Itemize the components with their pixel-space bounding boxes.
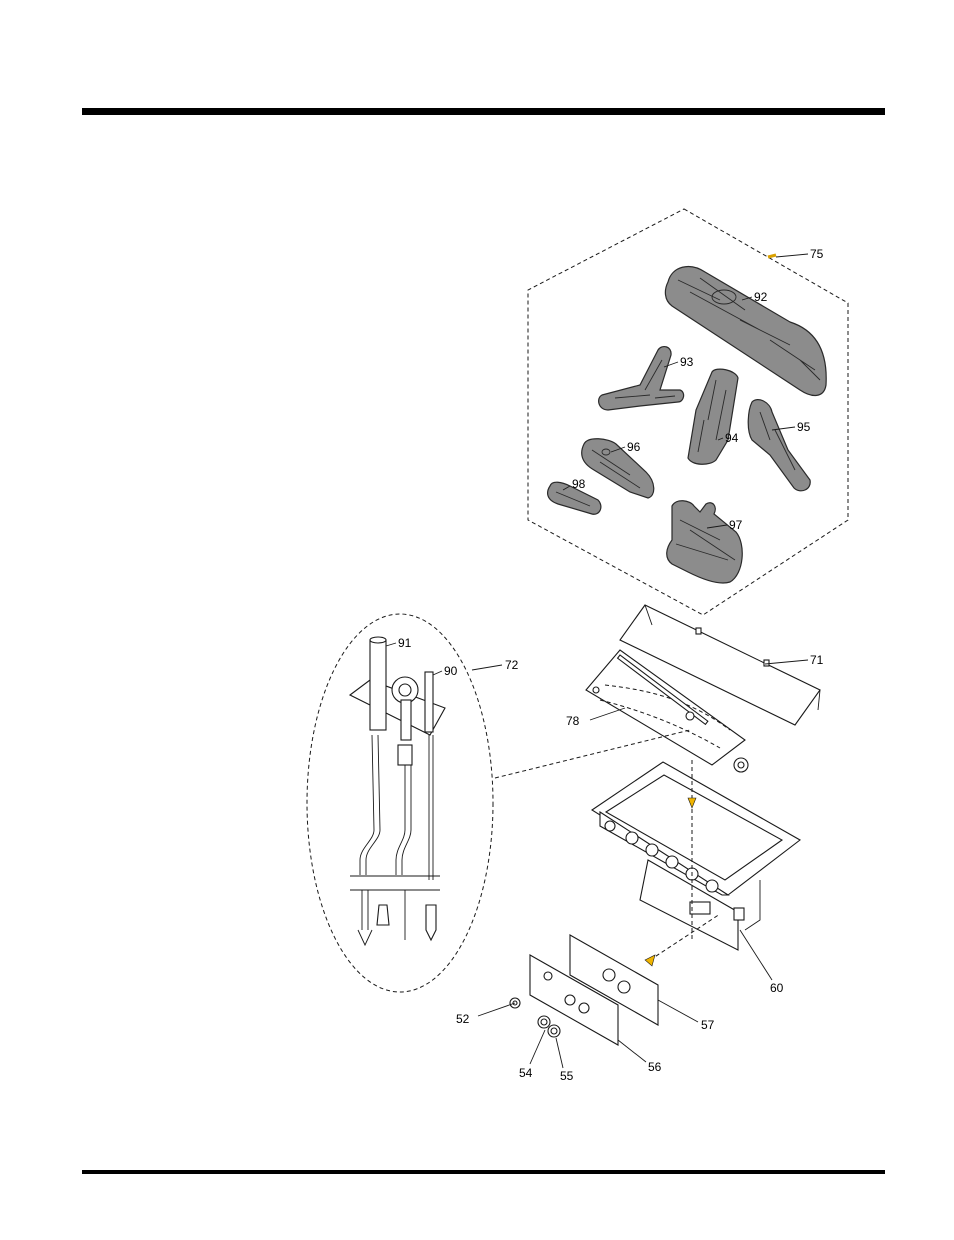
callout-60: 60 — [770, 981, 784, 995]
pilot-hood-91 — [370, 640, 386, 730]
callout-78: 78 — [566, 714, 580, 728]
callout-72: 72 — [505, 658, 519, 672]
callout-95: 95 — [797, 420, 811, 434]
callout-52: 52 — [456, 1012, 470, 1026]
callout-91: 91 — [398, 636, 412, 650]
pilot-assembly-72 — [350, 637, 445, 945]
callout-54: 54 — [519, 1066, 533, 1080]
log-95 — [748, 400, 810, 491]
pilot-assembly-boundary — [307, 614, 493, 992]
callout-98: 98 — [572, 477, 586, 491]
callout-75: 75 — [810, 247, 824, 261]
log-92 — [665, 267, 826, 396]
callout-55: 55 — [560, 1069, 574, 1083]
callout-93: 93 — [680, 355, 694, 369]
log-94 — [688, 369, 738, 464]
footer-rule — [82, 1170, 885, 1174]
log-93 — [599, 347, 684, 410]
header-rule — [82, 108, 885, 115]
ember-pin-75 — [768, 255, 776, 257]
log-97 — [667, 501, 743, 583]
log-96 — [582, 439, 654, 498]
knob-54 — [538, 1016, 550, 1028]
callout-90: 90 — [444, 664, 458, 678]
callout-71: 71 — [810, 653, 824, 667]
electrode-90 — [425, 672, 433, 732]
callout-57: 57 — [701, 1018, 715, 1032]
callout-97: 97 — [729, 518, 743, 532]
knob-55 — [548, 1025, 560, 1037]
callout-94: 94 — [725, 431, 739, 445]
firebox-60 — [592, 762, 800, 950]
callout-96: 96 — [627, 440, 641, 454]
callout-56: 56 — [648, 1060, 662, 1074]
alignment-marker-lower — [645, 955, 655, 966]
callout-92: 92 — [754, 290, 768, 304]
